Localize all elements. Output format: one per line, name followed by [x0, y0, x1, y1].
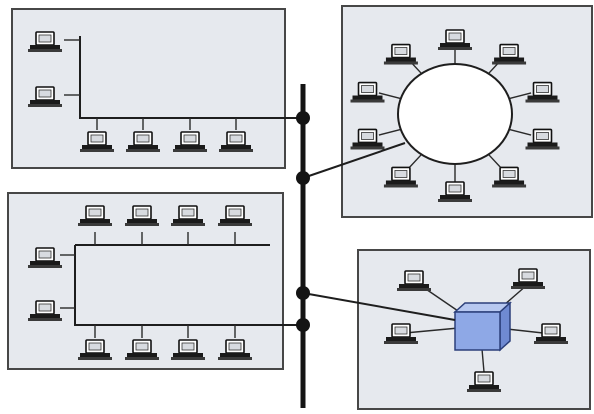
bus-cable — [74, 245, 300, 326]
hub-cube-icon — [453, 301, 512, 352]
star-lan-panel — [357, 249, 591, 410]
ring-cable — [397, 63, 513, 165]
backbone-tap — [296, 286, 310, 300]
backbone-tap — [296, 111, 310, 125]
bus-lan-panel — [11, 8, 300, 169]
bus-lan-2-panel — [7, 192, 300, 370]
bus-cable — [79, 36, 300, 119]
ring-lan-panel — [341, 5, 593, 218]
backbone-tap — [296, 171, 310, 185]
backbone — [296, 84, 456, 408]
backbone-tap — [296, 318, 310, 332]
